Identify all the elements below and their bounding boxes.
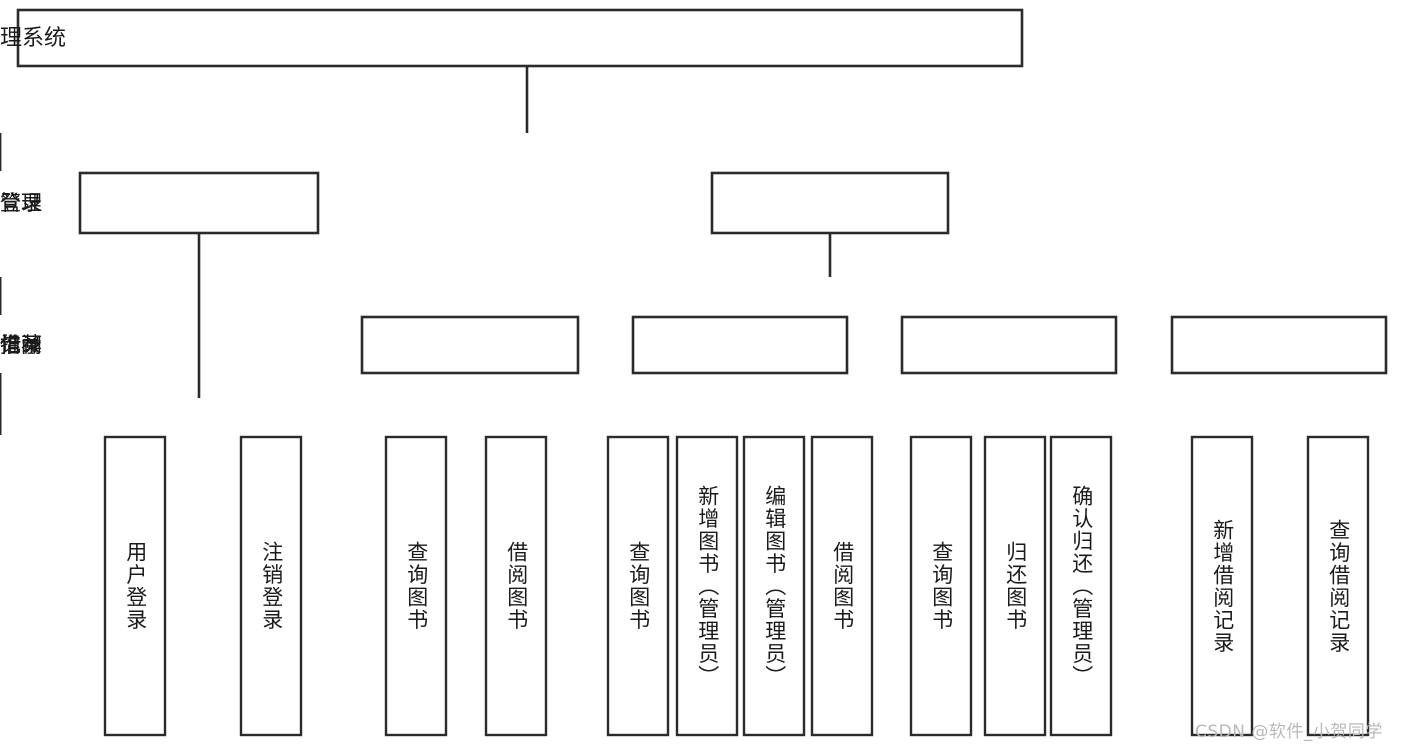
node-box-leaf-borrow-book-new[interactable] [484, 435, 548, 737]
node-box-book-borrow[interactable] [631, 315, 849, 375]
node-box-current-borrow[interactable] [900, 315, 1118, 375]
node-box-leaf-query-borrow-record[interactable] [1306, 435, 1370, 737]
node-box-leaf-return-book[interactable] [983, 435, 1047, 737]
node-box-leaf-query-book-current[interactable] [909, 435, 973, 737]
node-label-new-book-recommend: 新书推荐 [0, 333, 42, 357]
horizontal-labels-layer: 图书管理系统用户登录图书管理新书推荐图书借阅当前借阅借阅记录 [0, 26, 66, 357]
node-box-user-login[interactable] [78, 171, 320, 235]
node-box-borrow-record[interactable] [1170, 315, 1388, 375]
node-label-root: 图书管理系统 [0, 26, 66, 51]
node-box-book-management[interactable] [710, 171, 950, 235]
node-label-book-management: 图书管理 [0, 191, 42, 215]
node-box-leaf-user-login[interactable] [103, 435, 167, 737]
node-label-borrow-record: 借阅记录 [0, 333, 42, 357]
node-box-root[interactable] [16, 8, 1024, 68]
node-box-leaf-add-book-admin[interactable] [675, 435, 739, 737]
connectors-layer [0, 66, 832, 435]
node-box-leaf-add-borrow-record[interactable] [1190, 435, 1254, 737]
node-box-leaf-edit-book-admin[interactable] [742, 435, 806, 737]
node-box-leaf-query-book-new[interactable] [384, 435, 448, 737]
node-label-current-borrow: 当前借阅 [0, 333, 42, 357]
node-box-leaf-logout[interactable] [239, 435, 303, 737]
boxes-layer [16, 8, 1388, 737]
node-box-leaf-query-book-borrow[interactable] [606, 435, 670, 737]
node-label-user-login: 用户登录 [0, 191, 42, 215]
node-box-leaf-confirm-return-admin[interactable] [1049, 435, 1113, 737]
node-box-new-book-recommend[interactable] [360, 315, 580, 375]
node-box-leaf-borrow-book[interactable] [810, 435, 874, 737]
csdn-watermark: CSDN @软件_小贺同学 [1195, 722, 1383, 742]
